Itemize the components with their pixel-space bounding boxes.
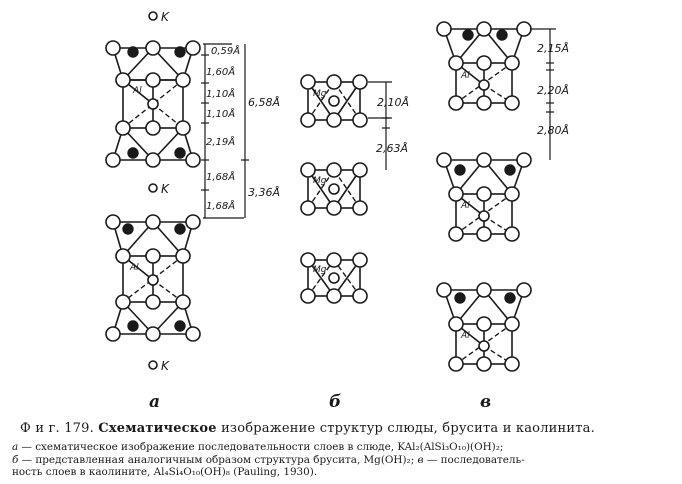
kaolinite-dimension-scale: 2,15Å 2,20Å 2,80Å — [530, 28, 569, 160]
mica-structure: K — [105, 10, 280, 412]
figure-caption-title: Ф и г. 179. Схематическое изображение ст… — [20, 421, 675, 436]
potassium-label: K — [161, 182, 170, 196]
potassium-atom — [148, 11, 158, 21]
dimension-label: 2,80Å — [537, 124, 569, 137]
brucite-structure: Mg Mg — [300, 74, 409, 412]
aluminium-label: Al — [129, 263, 139, 273]
brucite-dimension-scale: 2,10Å 2,63Å — [368, 81, 409, 170]
mica-lower-layer: Al — [105, 214, 201, 342]
caption-text: — схематическое изображение последовател… — [21, 441, 504, 453]
aluminium-label: Al — [460, 331, 470, 341]
potassium-atom — [148, 360, 158, 370]
caption-key: в — [417, 453, 424, 466]
dimension-label: 2,15Å — [537, 42, 569, 55]
caption-line: ность слоев в каолините, Al₄Si₄O₁₀(OH)₈ … — [12, 466, 677, 479]
dimension-label: 1,10Å — [206, 107, 235, 120]
dimension-label: 3,36Å — [248, 186, 280, 199]
aluminium-label: Al — [460, 201, 470, 211]
kaolinite-structure: Al Al — [436, 21, 569, 412]
dimension-label: 1,60Å — [206, 65, 235, 78]
panel-letter-a: а — [149, 392, 160, 412]
figure-caption-notes: а — схематическое изображение последоват… — [12, 441, 677, 479]
potassium-atom — [148, 183, 158, 193]
dimension-label: 2,63Å — [376, 142, 408, 155]
dimension-label: 2,10Å — [377, 96, 409, 109]
kaolinite-layer: Al — [436, 152, 532, 242]
brucite-layer: Mg — [300, 162, 368, 216]
magnesium-label: Mg — [313, 89, 327, 99]
kaolinite-layer: Al — [436, 282, 532, 372]
magnesium-label: Mg — [313, 176, 327, 186]
dimension-label: 2,19Å — [206, 135, 235, 148]
dimension-label: 6,58Å — [248, 96, 280, 109]
panel-letter-c: в — [480, 392, 491, 412]
dimension-label: 2,20Å — [537, 84, 569, 97]
brucite-layer: Mg — [300, 74, 368, 128]
mica-upper-layer: Al — [105, 40, 201, 168]
dimension-label: 1,68Å — [206, 170, 235, 183]
mica-dimension-scale: 0,59Å 1,60Å 1,10Å 1,10Å 2,19Å 1,68Å 1,68… — [201, 43, 244, 219]
caption-line: б — представленная аналогичным образом с… — [12, 454, 677, 467]
panel-letter-b: б — [329, 392, 341, 412]
potassium-label: K — [161, 10, 170, 24]
mica-large-dimension-scale: 6,58Å 3,36Å — [241, 44, 280, 218]
magnesium-label: Mg — [313, 265, 327, 275]
caption-key: б — [12, 453, 19, 466]
dimension-label: 1,68Å — [206, 199, 235, 212]
kaolinite-layer: Al — [436, 21, 532, 111]
aluminium-label: Al — [460, 71, 470, 81]
caption-key: а — [12, 441, 19, 453]
brucite-layer: Mg — [300, 252, 368, 304]
caption-text: — последователь- — [426, 453, 525, 466]
caption-text: ность слоев в каолините, Al₄Si₄O₁₀(OH)₈ … — [12, 466, 318, 478]
dimension-label: 1,10Å — [206, 87, 235, 100]
caption-title-text: изображение структур слюды, брусита и ка… — [221, 421, 595, 436]
potassium-label: K — [161, 359, 170, 373]
figure-number: Ф и г. 179. — [20, 421, 94, 436]
caption-title-bold: Схематическое — [98, 421, 217, 436]
caption-text: — представленная аналогичным образом стр… — [21, 453, 415, 466]
dimension-label: 0,59Å — [211, 44, 240, 57]
caption-line: а — схематическое изображение последоват… — [12, 441, 677, 454]
aluminium-label: Al — [132, 86, 142, 96]
crystal-structure-figure: K — [105, 10, 569, 412]
